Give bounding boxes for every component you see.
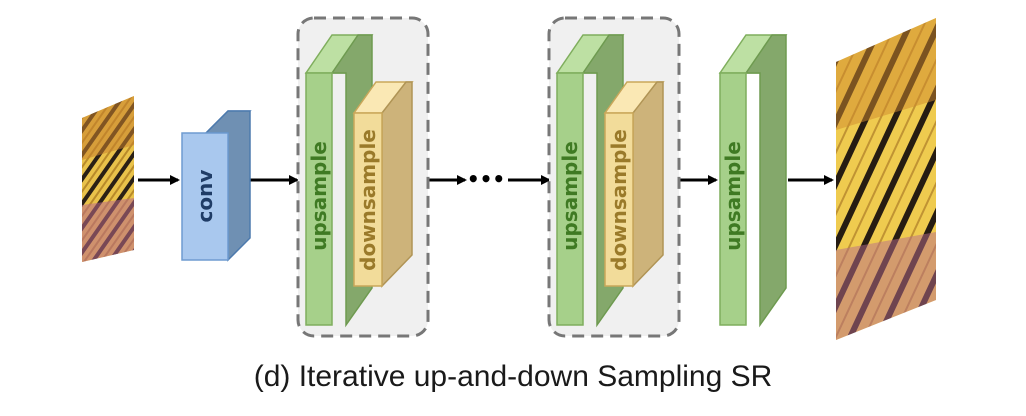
- output-butterfly-image: [836, 18, 936, 340]
- conv-block: conv: [181, 110, 252, 262]
- upsample-label-2: upsample: [558, 141, 582, 251]
- upsample-label-1: upsample: [307, 141, 331, 251]
- input-butterfly-image: [82, 96, 134, 262]
- downsample-label-2: downsample: [607, 129, 631, 271]
- upsample-block-final: upsample: [718, 34, 788, 328]
- downsample-label-1: downsample: [356, 129, 380, 271]
- upsample-label-final: upsample: [721, 141, 745, 251]
- ellipsis: •••: [467, 167, 505, 191]
- figure-caption: (d) Iterative up-and-down Sampling SR: [253, 360, 773, 393]
- downsample-block-1: downsample: [352, 81, 414, 288]
- downsample-block-2: downsample: [603, 81, 665, 288]
- conv-label: conv: [193, 170, 217, 223]
- upsample-block-1: upsample: [304, 34, 374, 328]
